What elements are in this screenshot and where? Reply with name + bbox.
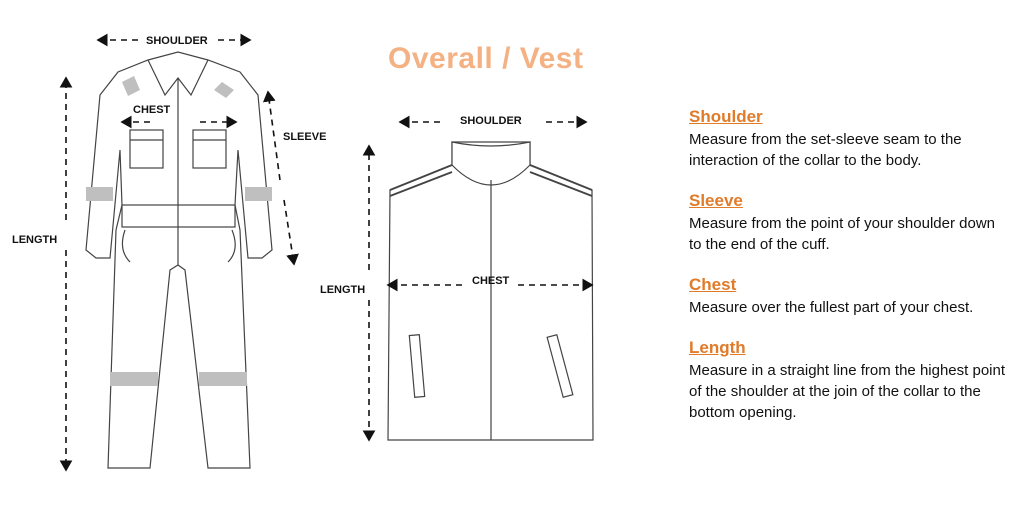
overall-measure-lines: [59, 33, 299, 472]
vest-shoulder-label: SHOULDER: [460, 115, 522, 127]
reflective-tape: [86, 76, 272, 386]
page-title: Overall / Vest: [388, 42, 584, 75]
measurement-guide: Shoulder Measure from the set-sleeve sea…: [689, 106, 1009, 442]
guide-shoulder: Shoulder Measure from the set-sleeve sea…: [689, 106, 1009, 171]
guide-chest: Chest Measure over the fullest part of y…: [689, 274, 1009, 318]
vest-length-label: LENGTH: [320, 284, 365, 296]
vest-measure-lines: [362, 115, 594, 442]
guide-text: Measure in a straight line from the high…: [689, 362, 1006, 421]
overall-sleeve-label: SLEEVE: [283, 131, 326, 143]
guide-sleeve: Sleeve Measure from the point of your sh…: [689, 190, 1009, 255]
guide-length: Length Measure in a straight line from t…: [689, 337, 1009, 423]
overall-illustration: [85, 51, 273, 469]
guide-heading: Chest: [689, 275, 737, 294]
guide-text: Measure from the set-sleeve seam to the …: [689, 131, 962, 169]
guide-text: Measure over the fullest part of your ch…: [689, 299, 974, 316]
guide-heading: Sleeve: [689, 191, 743, 210]
guide-text: Measure from the point of your shoulder …: [689, 215, 995, 253]
overall-length-label: LENGTH: [12, 234, 57, 246]
vest-illustration: [387, 141, 594, 441]
guide-heading: Length: [689, 338, 746, 357]
guide-heading: Shoulder: [689, 107, 763, 126]
overall-chest-label: CHEST: [133, 104, 171, 116]
overall-shoulder-label: SHOULDER: [146, 35, 208, 47]
vest-chest-label: CHEST: [472, 275, 510, 287]
